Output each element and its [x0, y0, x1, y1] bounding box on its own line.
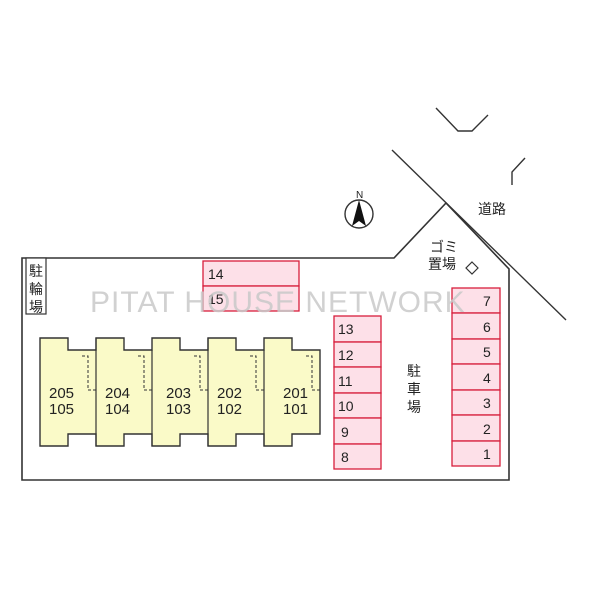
bicycle-parking: 駐 輪 場: [25, 257, 47, 316]
parking-space-8-label: 8: [341, 449, 349, 465]
parking-space-8: [333, 443, 382, 470]
parking-space-2: [451, 414, 501, 442]
parking-space-11: [333, 366, 382, 394]
building-outline: [39, 337, 321, 447]
parking-space-15-label: 15: [208, 291, 224, 307]
north-label: N: [356, 190, 363, 201]
parking-space-9-label: 9: [341, 424, 349, 440]
unit-201: 201: [283, 385, 308, 402]
parking-space-1: [451, 440, 501, 467]
parking-space-6: [451, 312, 501, 340]
car-parking-label-3: 場: [407, 400, 421, 416]
parking-space-5: [451, 338, 501, 365]
parking-space-9: [333, 417, 382, 445]
parking-space-3: [451, 389, 501, 416]
car-parking-label: 駐 車 場: [407, 364, 421, 416]
parking-space-7: [451, 287, 501, 314]
car-parking-label-1: 駐: [407, 364, 421, 380]
parking-center-column: 13 12 11 10 9 8: [333, 315, 382, 470]
watermark: PITAT HOUSE NETWORK: [90, 286, 466, 319]
parking-space-4: [451, 363, 501, 391]
garbage-label-line-2: 置場: [428, 257, 456, 273]
parking-space-12-label: 12: [338, 347, 354, 363]
parking-space-11-label: 11: [338, 373, 353, 389]
unit-105: 105: [49, 401, 74, 418]
garbage-marker-icon: [465, 261, 479, 275]
parking-space-3-label: 3: [483, 395, 491, 411]
unit-204: 204: [105, 385, 130, 402]
unit-103: 103: [166, 401, 191, 418]
north-arrow: [344, 199, 374, 229]
parking-space-5-label: 5: [483, 344, 491, 360]
parking-space-15: [202, 285, 300, 312]
garbage-area: ゴミ 置場: [428, 239, 479, 275]
parking-space-4-label: 4: [483, 370, 491, 386]
parking-space-2-label: 2: [483, 421, 491, 437]
car-parking-label-2: 車: [407, 381, 421, 398]
parking-space-13-label: 13: [338, 321, 354, 337]
parking-space-14-label: 14: [208, 266, 224, 282]
unit-104: 104: [105, 401, 130, 418]
building-block: 205 105 204 104 203 103 202 102 201 101: [39, 337, 321, 447]
parking-top-row: 14 15: [202, 260, 300, 312]
bicycle-parking-label-1: 駐: [29, 264, 43, 280]
garbage-label-line-1: ゴミ: [430, 239, 458, 256]
unit-205: 205: [49, 385, 74, 402]
parking-space-10: [333, 392, 382, 419]
bicycle-parking-label-3: 場: [29, 300, 43, 316]
parking-space-13: [333, 315, 382, 343]
bicycle-parking-label-2: 輪: [29, 281, 43, 298]
parking-space-1-label: 1: [483, 446, 491, 462]
parking-right-column: 7 6 5 4 3 2 1: [451, 287, 501, 467]
unit-203: 203: [166, 385, 191, 402]
unit-102: 102: [217, 401, 242, 418]
road-lines: [391, 107, 567, 321]
parking-space-10-label: 10: [338, 398, 354, 414]
parking-space-7-label: 7: [483, 293, 491, 309]
road-label: 道路: [478, 202, 506, 218]
parking-space-6-label: 6: [483, 319, 491, 335]
unit-101: 101: [283, 401, 308, 418]
unit-202: 202: [217, 385, 242, 402]
